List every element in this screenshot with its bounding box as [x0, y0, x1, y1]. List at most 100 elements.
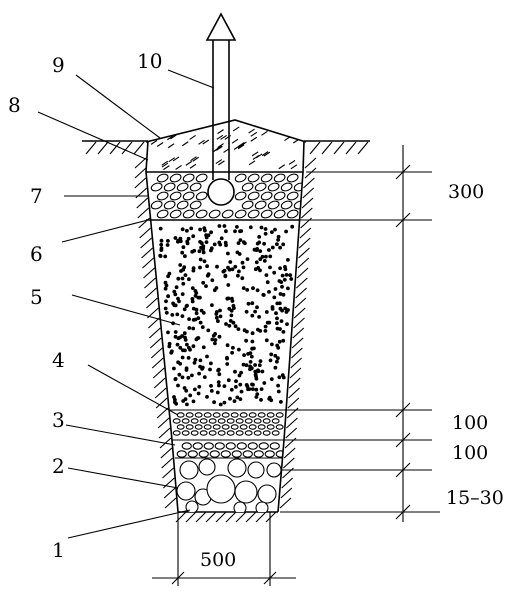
- small-gravel: [221, 412, 230, 418]
- dimension-lines: [152, 145, 440, 586]
- fill-grain: [257, 240, 262, 245]
- fill-grain: [198, 227, 203, 232]
- fill-grain: [270, 342, 274, 347]
- fill-grain: [180, 227, 185, 232]
- fill-grain: [278, 327, 282, 331]
- label-1: 1: [52, 538, 65, 562]
- soil-hatch: [216, 134, 224, 140]
- fill-grain: [250, 301, 255, 306]
- fill-grain: [173, 236, 178, 240]
- small-gravel: [253, 418, 262, 424]
- wall-hatch-line: [134, 167, 147, 179]
- fill-grain: [277, 339, 282, 344]
- fill-grain: [196, 295, 201, 300]
- fill-grain: [223, 273, 228, 278]
- wall-hatch-line: [156, 407, 169, 419]
- small-gravel: [208, 430, 217, 436]
- fill-grain: [253, 309, 257, 314]
- fill-grain: [225, 362, 230, 366]
- fill-grain: [188, 393, 193, 398]
- fill-grain: [280, 284, 284, 289]
- fill-grain: [214, 315, 219, 320]
- soil-hatch: [202, 139, 210, 145]
- fill-grain: [229, 313, 234, 318]
- soil-hatch: [170, 134, 177, 140]
- dimension-bottom: 15–30: [446, 487, 504, 509]
- fill-grain: [180, 276, 185, 281]
- fill-grain: [204, 240, 209, 245]
- small-gravel: [176, 424, 185, 430]
- fill-grain: [283, 265, 287, 269]
- trench-right-wall: [277, 140, 317, 513]
- fill-grain: [256, 369, 261, 374]
- fill-grain: [226, 378, 231, 383]
- dimension-top: 300: [448, 181, 484, 203]
- fill-grain: [284, 273, 289, 277]
- fill-grain: [197, 371, 202, 376]
- fill-grain: [216, 319, 220, 323]
- fill-grain: [178, 263, 183, 267]
- fill-grain: [206, 328, 211, 333]
- gravel-stone: [150, 182, 163, 192]
- gravel-stone: [189, 182, 202, 192]
- medium-gravel: [242, 450, 253, 458]
- fill-grain: [186, 356, 191, 360]
- soil-hatch: [220, 134, 227, 140]
- fill-grain: [175, 342, 180, 347]
- gravel-stone: [273, 191, 286, 201]
- soil-hatch: [293, 133, 300, 139]
- label-5: 5: [30, 285, 43, 309]
- fill-grain: [186, 375, 191, 380]
- fill-grain: [246, 301, 251, 306]
- small-gravel: [185, 424, 194, 430]
- wall-hatch-line: [149, 337, 162, 349]
- small-gravel: [208, 418, 217, 424]
- medium-gravel: [176, 450, 187, 458]
- fill-grain: [288, 273, 293, 278]
- fill-grain: [212, 400, 217, 405]
- wall-hatch-line: [294, 297, 307, 309]
- fill-grain: [175, 312, 180, 317]
- medium-gravel: [209, 450, 220, 458]
- fill-grain: [272, 270, 277, 275]
- fill-grain: [191, 399, 196, 404]
- small-gravel: [271, 418, 280, 424]
- fill-grain: [279, 400, 283, 404]
- wall-hatch-line: [301, 197, 314, 209]
- wall-hatch-line: [143, 267, 155, 279]
- wall-hatch-line: [164, 497, 177, 509]
- gravel-stone: [163, 200, 176, 210]
- fill-grain: [233, 369, 237, 374]
- fill-grain: [163, 286, 168, 291]
- fill-grain: [269, 377, 274, 381]
- gravel-stone: [156, 173, 169, 183]
- fill-grain: [201, 345, 206, 350]
- soil-hatch: [150, 139, 158, 145]
- fill-grain: [178, 361, 183, 366]
- gravel-stone: [169, 191, 182, 201]
- fill-grain: [184, 368, 189, 372]
- fill-grain: [187, 326, 192, 330]
- gravel-stone: [156, 209, 169, 219]
- fill-grain: [174, 285, 179, 290]
- fill-grain: [268, 254, 273, 259]
- fill-grain: [208, 367, 212, 372]
- small-gravel: [248, 412, 257, 418]
- soil-hatch: [163, 165, 170, 171]
- soil-hatch: [181, 141, 189, 147]
- label-2: 2: [52, 454, 65, 478]
- fill-grain: [223, 240, 228, 245]
- leader-lines: [37, 69, 215, 539]
- small-gravel: [203, 412, 212, 418]
- arrow-up-icon: [205, 12, 237, 41]
- fill-grain: [255, 305, 259, 310]
- soil-hatch: [217, 143, 224, 149]
- fill-grain: [205, 395, 209, 399]
- wall-hatch-line: [290, 357, 303, 369]
- fill-grain: [186, 236, 191, 241]
- medium-gravel: [247, 442, 258, 450]
- fill-grain: [258, 268, 262, 273]
- fill-grain: [236, 273, 240, 278]
- fill-grain: [159, 246, 164, 251]
- wall-hatch-line: [148, 327, 161, 339]
